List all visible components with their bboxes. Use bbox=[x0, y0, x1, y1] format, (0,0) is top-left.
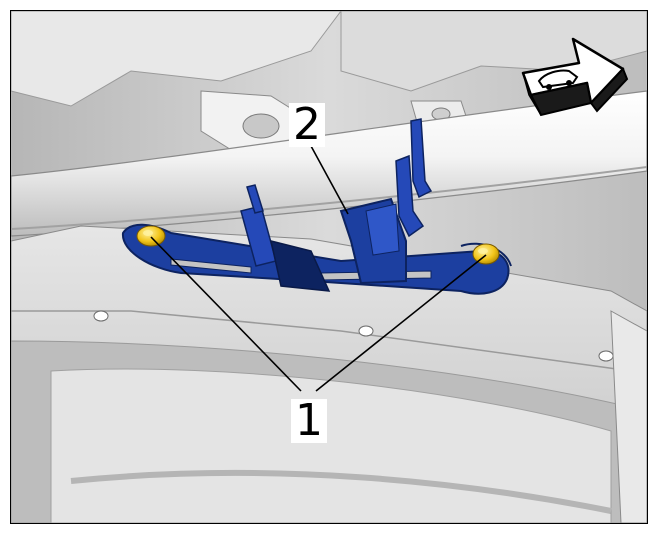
bolt-right bbox=[472, 243, 500, 265]
exploded-view-illustration bbox=[11, 11, 647, 523]
leader-line-bracket bbox=[310, 145, 349, 215]
housing-side-wall bbox=[610, 310, 647, 523]
tube-edge-line bbox=[11, 166, 647, 230]
fastener-hole bbox=[93, 310, 109, 322]
upper-panel-right bbox=[340, 11, 647, 92]
bracket-assembly bbox=[121, 118, 512, 295]
pan-rib bbox=[70, 469, 612, 514]
bracket-clip-right-tall bbox=[410, 118, 433, 199]
bolt-left bbox=[136, 225, 166, 247]
bracket-slot bbox=[170, 258, 252, 274]
callout-bolts-label: 1 bbox=[291, 399, 327, 443]
fastener-hole bbox=[358, 325, 374, 337]
bracket-clip-right bbox=[395, 154, 425, 238]
callout-bracket-label: 2 bbox=[289, 103, 325, 147]
bracket-gusset bbox=[270, 239, 331, 292]
pan-face bbox=[50, 368, 612, 523]
bracket-upright-face bbox=[365, 203, 400, 256]
leader-line-bolt-left bbox=[150, 236, 302, 392]
mount-hole bbox=[242, 113, 280, 139]
cross-member-tube bbox=[11, 90, 647, 237]
leader-line-bolt-right bbox=[315, 254, 487, 392]
forward-direction-car-arrow-icon bbox=[521, 37, 629, 117]
diagram-frame: 2 1 bbox=[10, 10, 648, 524]
fastener-hole bbox=[598, 350, 614, 362]
upper-panel-left bbox=[11, 11, 342, 107]
bracket-clip-left-tip bbox=[246, 184, 264, 214]
